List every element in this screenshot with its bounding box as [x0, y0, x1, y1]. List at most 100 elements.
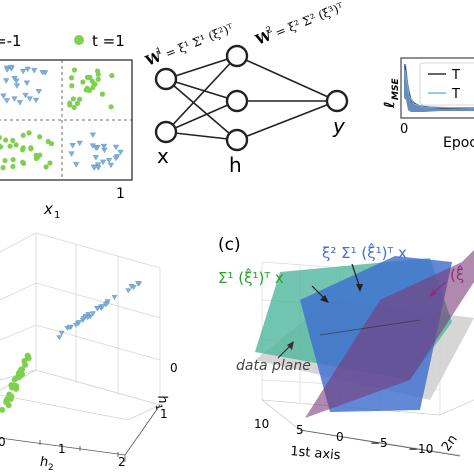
panel-b-blue-point: [134, 281, 141, 287]
blue-point: [24, 66, 31, 73]
green-point: [10, 156, 16, 163]
blue-point: [31, 68, 38, 74]
scatter-blue-points: [0, 64, 124, 171]
tick-h2-0: 0: [0, 435, 6, 449]
blue-point: [69, 143, 76, 149]
blue-point: [22, 92, 29, 99]
green-point: [28, 146, 34, 152]
panel-b-green-point: [21, 357, 28, 364]
blue-point: [23, 80, 31, 86]
green-point: [10, 163, 16, 170]
blue-point: [91, 165, 98, 171]
blue-point: [92, 155, 100, 161]
green-point: [20, 132, 26, 138]
w1-equation: W 1 = ξ¹ Σ¹ (ξ²)ᵀ: [143, 21, 236, 70]
axis-x-label: 1st axis: [290, 444, 342, 463]
green-point: [67, 102, 73, 108]
panel-c-3d: (c) 10 5 0 −5 −10 1st axis 2n ξ² Σ¹ (ξ̂¹…: [218, 235, 474, 463]
panel-c-label: (c): [218, 235, 241, 255]
hidden-node-3: [225, 128, 249, 152]
tick-h1-1: 1: [160, 407, 168, 421]
blue-point: [13, 83, 21, 89]
green-point: [0, 135, 2, 141]
blue-point: [20, 68, 27, 75]
panel-b-blue-point: [76, 320, 82, 326]
w1-symbol: W: [143, 49, 165, 70]
input-node-1: [154, 67, 178, 91]
green-point: [0, 165, 6, 171]
x-tick-right: 1: [116, 186, 125, 202]
green-point: [13, 142, 19, 148]
input-label: x: [157, 144, 169, 168]
green-point: [108, 104, 114, 110]
arrow-green-head: [320, 295, 329, 303]
green-point: [109, 72, 115, 79]
green-point: [69, 83, 75, 89]
green-point: [85, 74, 92, 81]
w2-equation: W 2 = ξ² Σ² (ξ³)ᵀ: [253, 0, 346, 49]
loss-xlabel: Epoc: [443, 135, 474, 151]
panel-c-x-axis: [299, 429, 461, 457]
legend-neg-label: =-1: [0, 32, 22, 50]
panel-b-blue-point: [89, 311, 96, 317]
scatter-green-points: [0, 67, 115, 171]
legend-pos-marker: [74, 35, 84, 45]
green-point: [71, 104, 77, 111]
x-axis-label-sub: 1: [54, 210, 60, 221]
eq-blue: ξ² Σ¹ (ξ̂¹)ᵀ x: [322, 242, 407, 262]
blue-point: [35, 89, 42, 95]
arrow-purple-head: [429, 289, 437, 297]
green-point: [10, 137, 16, 144]
blue-point: [0, 93, 7, 99]
green-point: [95, 76, 101, 82]
blue-point: [89, 132, 97, 138]
tick-x-4: −10: [408, 442, 433, 456]
blue-point: [39, 70, 46, 76]
panel-b-blue-point: [125, 288, 132, 294]
panel-b-gridlines: [0, 232, 161, 405]
w2-symbol: W: [253, 28, 275, 49]
green-point: [80, 79, 86, 85]
green-point: [70, 96, 76, 102]
panel-b-blue-point: [66, 324, 73, 330]
axis-h2-main: h: [40, 455, 48, 470]
panel-b-floor: [0, 369, 161, 421]
output-node: [325, 89, 349, 113]
green-point: [0, 142, 1, 147]
green-point: [95, 71, 101, 77]
scatter-panel: =-1 t =1 1 x 1: [0, 32, 133, 221]
tick-x-1: 5: [296, 423, 304, 437]
tick-h1-0: 0: [170, 361, 178, 375]
panel-b-blue-point: [56, 335, 63, 341]
w2-expression: = ξ² Σ² (ξ³)ᵀ: [273, 0, 345, 40]
eq-purple: (ξ̂: [450, 264, 464, 284]
green-point: [83, 87, 89, 93]
loss-plot: ℓ MSE T T 0 Epoc: [382, 57, 474, 151]
green-point: [71, 67, 78, 73]
panel-b-axes: [0, 404, 161, 462]
panel-b-green-point: [0, 406, 6, 413]
panel-b-green-point: [25, 355, 32, 362]
blue-point: [32, 97, 40, 104]
arrow-blue-head: [356, 284, 363, 292]
blue-point: [13, 78, 20, 84]
blue-point: [3, 67, 11, 73]
blue-point: [73, 162, 80, 168]
panel-b-green-points: [0, 352, 32, 413]
green-point: [45, 138, 51, 145]
legend-pos-label: t =1: [92, 32, 125, 50]
axis-h1-main: h: [154, 394, 170, 405]
green-point: [68, 75, 75, 81]
x-axis-label: x: [43, 200, 53, 218]
panel-b-blue-point: [80, 315, 87, 322]
panel-b-blue-point: [99, 304, 106, 310]
w1-expression: = ξ¹ Σ¹ (ξ²)ᵀ: [163, 21, 235, 61]
green-point: [47, 160, 53, 166]
hidden-node-1: [225, 44, 249, 68]
input-node-2: [154, 120, 178, 144]
blue-point: [11, 96, 18, 102]
blue-point: [112, 144, 120, 151]
blue-point: [107, 162, 115, 169]
tick-x-2: 0: [336, 430, 344, 444]
